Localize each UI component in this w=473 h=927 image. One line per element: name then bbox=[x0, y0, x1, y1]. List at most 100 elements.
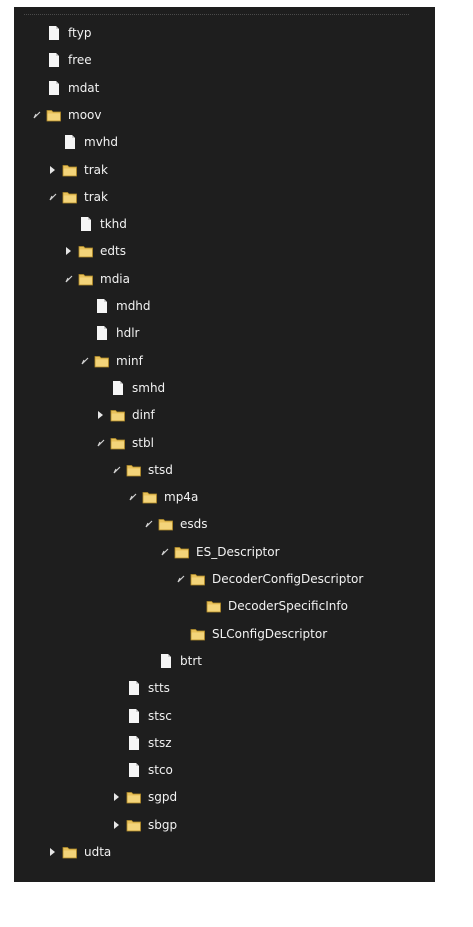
tree-node-smhd[interactable]: smhd bbox=[94, 378, 165, 398]
top-divider bbox=[24, 14, 409, 15]
collapse-arrow-icon[interactable] bbox=[30, 108, 44, 122]
tree-node-label: stsz bbox=[148, 735, 172, 750]
twisty-spacer bbox=[110, 763, 124, 777]
file-icon bbox=[126, 762, 142, 778]
expand-arrow-icon[interactable] bbox=[110, 818, 124, 832]
file-icon bbox=[46, 25, 62, 41]
tree-node-tkhd[interactable]: tkhd bbox=[62, 214, 127, 234]
expand-arrow-icon[interactable] bbox=[46, 163, 60, 177]
tree-node-label: mp4a bbox=[164, 490, 199, 505]
tree-node-stbl[interactable]: stbl bbox=[94, 433, 154, 453]
tree-node-label: SLConfigDescriptor bbox=[212, 626, 328, 641]
tree-node-decoderspecificinfo[interactable]: DecoderSpecificInfo bbox=[190, 596, 348, 616]
twisty-spacer bbox=[62, 217, 76, 231]
expand-arrow-icon[interactable] bbox=[62, 244, 76, 258]
tree-node-stco[interactable]: stco bbox=[110, 760, 173, 780]
folder-icon bbox=[78, 271, 94, 287]
tree-node-mdat[interactable]: mdat bbox=[30, 78, 99, 98]
tree-node-mvhd[interactable]: mvhd bbox=[46, 132, 118, 152]
tree-node-esds[interactable]: esds bbox=[142, 514, 208, 534]
folder-icon bbox=[158, 516, 174, 532]
tree-node-label: DecoderSpecificInfo bbox=[228, 599, 348, 614]
tree-node-label: stsd bbox=[148, 462, 173, 477]
tree-node-label: smhd bbox=[132, 380, 166, 395]
tree-node-hdlr[interactable]: hdlr bbox=[78, 323, 140, 343]
tree-node-ftyp[interactable]: ftyp bbox=[30, 23, 91, 43]
tree-node-label: minf bbox=[116, 353, 143, 368]
file-icon bbox=[126, 680, 142, 696]
folder-icon bbox=[62, 844, 78, 860]
file-icon bbox=[94, 298, 110, 314]
file-icon bbox=[110, 380, 126, 396]
collapse-arrow-icon[interactable] bbox=[46, 190, 60, 204]
twisty-spacer bbox=[30, 81, 44, 95]
tree-node-mdia[interactable]: mdia bbox=[62, 269, 130, 289]
tree-node-stsd[interactable]: stsd bbox=[110, 460, 173, 480]
folder-icon bbox=[190, 626, 206, 642]
tree-node-free[interactable]: free bbox=[30, 50, 92, 70]
folder-icon bbox=[190, 571, 206, 587]
tree-node-label: btrt bbox=[180, 653, 202, 668]
tree-node-label: dinf bbox=[132, 408, 155, 423]
tree-panel: ftyp free mdat moov mvhd trak trak tkhd edts mdia… bbox=[14, 7, 435, 882]
tree-node-trak[interactable]: trak bbox=[46, 187, 108, 207]
folder-icon bbox=[62, 189, 78, 205]
tree-node-decoderconfigdescriptor[interactable]: DecoderConfigDescriptor bbox=[174, 569, 363, 589]
tree-node-stts[interactable]: stts bbox=[110, 678, 170, 698]
folder-icon bbox=[206, 598, 222, 614]
folder-icon bbox=[94, 353, 110, 369]
twisty-spacer bbox=[110, 681, 124, 695]
box-tree: ftyp free mdat moov mvhd trak trak tkhd edts mdia… bbox=[14, 7, 435, 882]
tree-node-udta[interactable]: udta bbox=[46, 842, 111, 862]
file-icon bbox=[94, 325, 110, 341]
tree-node-mdhd[interactable]: mdhd bbox=[78, 296, 151, 316]
twisty-spacer bbox=[110, 709, 124, 723]
twisty-spacer bbox=[174, 627, 188, 641]
collapse-arrow-icon[interactable] bbox=[62, 272, 76, 286]
twisty-spacer bbox=[78, 326, 92, 340]
expand-arrow-icon[interactable] bbox=[94, 408, 108, 422]
tree-node-moov[interactable]: moov bbox=[30, 105, 101, 125]
tree-node-edts[interactable]: edts bbox=[62, 241, 126, 261]
tree-node-slconfigdescriptor[interactable]: SLConfigDescriptor bbox=[174, 624, 327, 644]
expand-arrow-icon[interactable] bbox=[110, 790, 124, 804]
tree-node-label: ftyp bbox=[68, 26, 92, 40]
folder-icon bbox=[110, 407, 126, 423]
twisty-spacer bbox=[110, 736, 124, 750]
tree-node-label: sgpd bbox=[148, 790, 178, 805]
twisty-spacer bbox=[142, 654, 156, 668]
collapse-arrow-icon[interactable] bbox=[126, 490, 140, 504]
tree-node-stsc[interactable]: stsc bbox=[110, 706, 172, 726]
file-icon bbox=[78, 216, 94, 232]
tree-node-trak[interactable]: trak bbox=[46, 160, 108, 180]
twisty-spacer bbox=[30, 26, 44, 40]
tree-node-sgpd[interactable]: sgpd bbox=[110, 787, 177, 807]
file-icon bbox=[46, 80, 62, 96]
expand-arrow-icon[interactable] bbox=[46, 845, 60, 859]
tree-node-label: esds bbox=[180, 517, 208, 532]
folder-icon bbox=[142, 489, 158, 505]
tree-node-sbgp[interactable]: sbgp bbox=[110, 815, 177, 835]
tree-node-minf[interactable]: minf bbox=[78, 351, 143, 371]
collapse-arrow-icon[interactable] bbox=[142, 517, 156, 531]
tree-node-label: stco bbox=[148, 763, 173, 778]
folder-icon bbox=[110, 435, 126, 451]
tree-node-label: udta bbox=[84, 845, 112, 859]
tree-node-mp4a[interactable]: mp4a bbox=[126, 487, 198, 507]
tree-node-stsz[interactable]: stsz bbox=[110, 733, 172, 753]
tree-node-label: trak bbox=[84, 189, 108, 204]
tree-node-btrt[interactable]: btrt bbox=[142, 651, 202, 671]
tree-node-label: DecoderConfigDescriptor bbox=[212, 572, 364, 586]
collapse-arrow-icon[interactable] bbox=[110, 463, 124, 477]
collapse-arrow-icon[interactable] bbox=[158, 545, 172, 559]
twisty-spacer bbox=[94, 381, 108, 395]
collapse-arrow-icon[interactable] bbox=[78, 354, 92, 368]
collapse-arrow-icon[interactable] bbox=[174, 572, 188, 586]
folder-icon bbox=[62, 162, 78, 178]
tree-node-label: ES_Descriptor bbox=[196, 544, 280, 559]
twisty-spacer bbox=[30, 53, 44, 67]
tree-node-dinf[interactable]: dinf bbox=[94, 405, 155, 425]
tree-node-es-descriptor[interactable]: ES_Descriptor bbox=[158, 542, 280, 562]
folder-icon bbox=[126, 817, 142, 833]
collapse-arrow-icon[interactable] bbox=[94, 436, 108, 450]
